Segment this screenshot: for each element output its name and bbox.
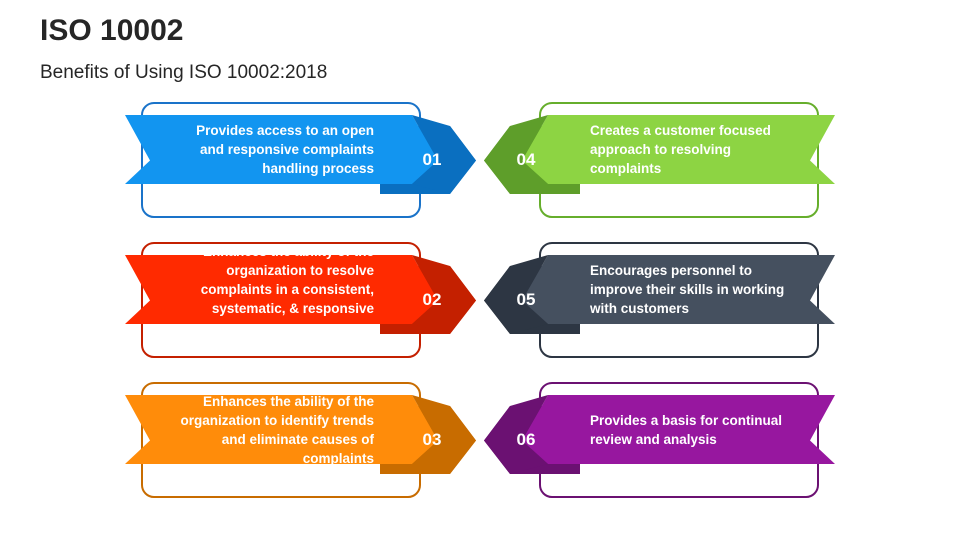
banner-fold: [412, 255, 476, 334]
banner-fold: [484, 255, 548, 334]
benefit-number: 03: [422, 429, 442, 449]
banner-fold: [484, 395, 548, 474]
banner-shape: [125, 115, 438, 184]
banner-shape: [125, 395, 438, 464]
benefit-text: Provides a basis for continual review an…: [590, 412, 783, 447]
banner-shape: [522, 115, 835, 184]
benefit-text: Encourages personnel to improve their sk…: [590, 263, 785, 316]
benefit-text: Provides access to an open and responsiv…: [196, 123, 374, 176]
banner-shape: [522, 255, 835, 324]
benefit-text: Enhances the ability of the organization…: [180, 393, 374, 466]
benefit-number: 04: [516, 149, 536, 169]
benefit-number: 06: [516, 429, 536, 449]
banner-fold: [412, 395, 476, 474]
benefit-text: Enhances the ability of the organization…: [200, 244, 374, 335]
banner-shape: [522, 395, 835, 464]
banner-fold: [412, 115, 476, 194]
banner-fold: [484, 115, 548, 194]
benefit-number: 01: [422, 149, 442, 169]
benefit-number: 02: [422, 289, 442, 309]
banner-shape: [125, 255, 438, 324]
page-subtitle: Benefits of Using ISO 10002:2018: [40, 62, 328, 83]
benefit-text: Creates a customer focused approach to r…: [590, 123, 771, 176]
benefit-number: 05: [516, 289, 536, 309]
page-title: ISO 10002: [40, 14, 184, 47]
